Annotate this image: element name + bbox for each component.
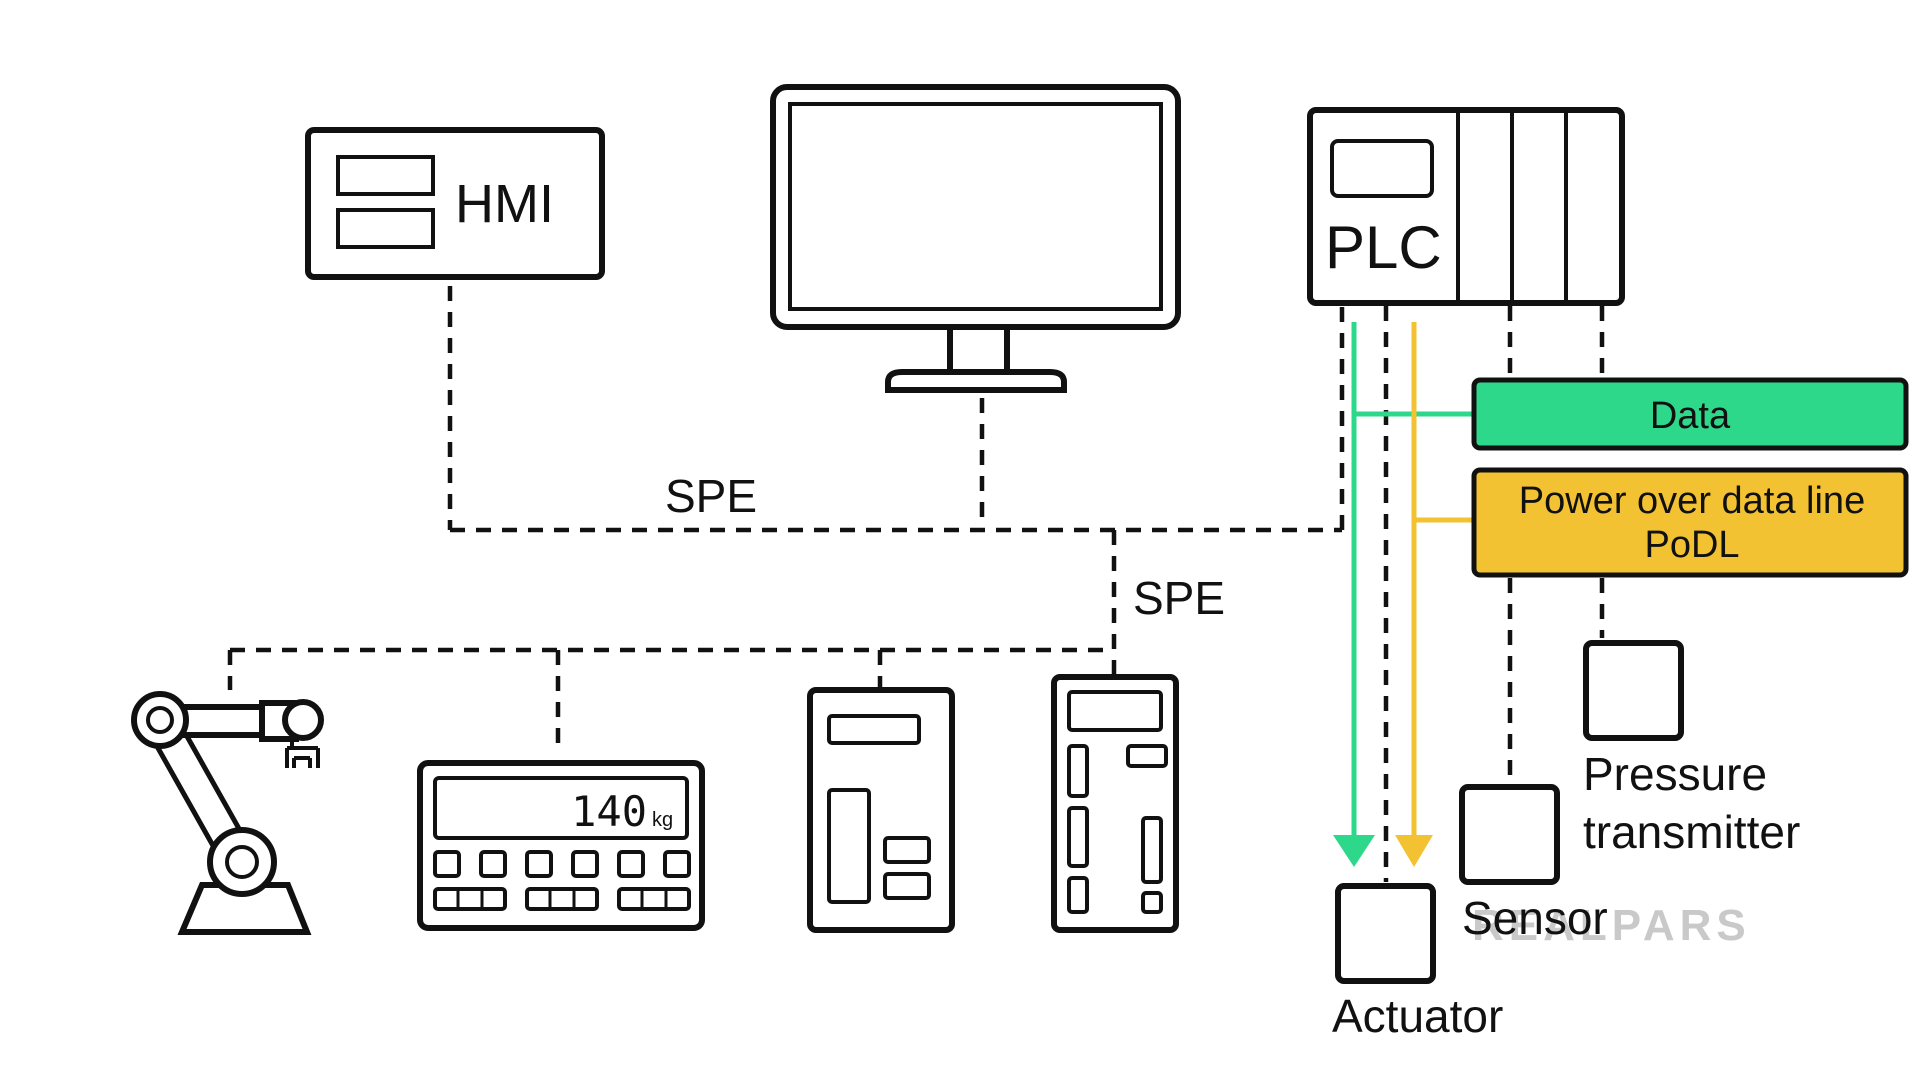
robot-arm-icon — [131, 691, 324, 935]
spe-network-lines — [227, 286, 1605, 882]
hmi-panel-icon — [305, 127, 605, 280]
power-arrowhead — [1395, 835, 1433, 867]
pressure-label-line2: transmitter — [1583, 806, 1800, 858]
spe-branch-label: SPE — [1133, 572, 1225, 624]
data-legend-box — [1471, 377, 1909, 451]
data-power-lines — [1333, 322, 1474, 867]
podl-legend-box — [1471, 467, 1909, 578]
scale-readout-value: 140 — [571, 787, 647, 836]
computer-monitor-icon — [770, 84, 1181, 393]
watermark-logo: REALPARS — [1472, 901, 1751, 950]
actuator-label: Actuator — [1332, 990, 1503, 1042]
sensor-label: Sensor — [1462, 892, 1608, 944]
actuator-icon — [1335, 883, 1436, 984]
data-label: Data — [1650, 395, 1731, 437]
pressure-label-line1: Pressure — [1583, 748, 1767, 800]
spe-main-label: SPE — [665, 470, 757, 522]
hmi-label: HMI — [455, 174, 554, 234]
pressure-transmitter-icon — [1583, 640, 1684, 741]
podl-label-line1: Power over data line — [1519, 480, 1865, 522]
plc-rack-icon — [1307, 107, 1625, 306]
sensor-icon — [1459, 784, 1560, 885]
weighing-scale-icon — [417, 760, 705, 931]
data-arrowhead — [1333, 835, 1375, 867]
plc-label: PLC — [1325, 214, 1442, 281]
drive-device-icon — [1051, 674, 1179, 933]
scale-readout-unit: kg — [652, 809, 673, 831]
controller-device-icon — [807, 687, 955, 933]
podl-label-line2: PoDL — [1644, 524, 1739, 566]
